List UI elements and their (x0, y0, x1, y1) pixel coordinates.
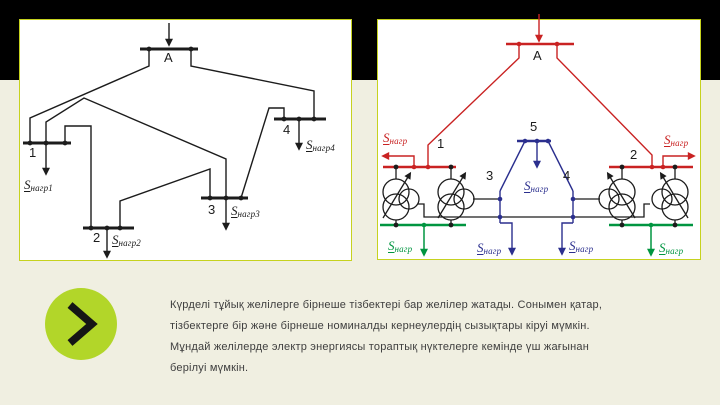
right-network-diagram: A 1 2 3 4 5 Sнагр Sнагр Sнагр Sнагр Sнаг… (377, 14, 701, 260)
left-node-1-label: 1 (29, 145, 37, 160)
caption-text: Күрделі тұйық желілерге бірнеше тізбекте… (170, 295, 602, 379)
right-node-4-label: 4 (563, 168, 571, 183)
left-node-3-label: 3 (208, 202, 216, 217)
right-node-1-label: 1 (437, 136, 445, 151)
left-node-a-label: A (164, 50, 173, 65)
right-node-5-label: 5 (530, 119, 538, 134)
left-load-2-label: Sнагр2 (112, 232, 141, 248)
left-network-graphic (23, 23, 326, 259)
right-node-a-label: A (533, 48, 542, 63)
left-load-4-label: Sнагр4 (306, 137, 335, 153)
right-load-mv-3-label: Sнагр (477, 240, 502, 256)
right-node-3-label: 3 (486, 168, 494, 183)
left-load-3-label: Sнагр3 (231, 203, 260, 219)
left-network-diagram: A 1 2 3 4 Sнагр1 Sнагр2 Sнагр3 Sнагр4 (19, 19, 352, 261)
caption-line-2: тізбектерге бір және бірнеше номиналды к… (170, 320, 590, 332)
chevron-right-icon (67, 302, 98, 346)
right-load-hv-right-label: Sнагр (664, 132, 689, 148)
right-load-mv-4-label: Sнагр (569, 238, 594, 254)
left-load-1-label: Sнагр1 (24, 177, 53, 193)
right-load-hv-left-label: Sнагр (383, 130, 408, 146)
caption-line-4: берілуі мүмкін. (170, 362, 249, 374)
right-load-mv-5-label: Sнагр (524, 178, 549, 194)
next-slide-button[interactable] (45, 288, 117, 360)
left-node-4-label: 4 (283, 122, 291, 137)
caption-line-3: Мұндай желілерде электр энергиясы торапт… (170, 341, 589, 353)
left-node-2-label: 2 (93, 230, 101, 245)
right-load-lv-left-label: Sнагр (388, 238, 413, 254)
right-node-2-label: 2 (630, 147, 638, 162)
right-load-lv-right-label: Sнагр (659, 240, 684, 256)
right-network-graphic (380, 14, 696, 257)
caption-line-1: Күрделі тұйық желілерге бірнеше тізбекте… (170, 299, 603, 311)
